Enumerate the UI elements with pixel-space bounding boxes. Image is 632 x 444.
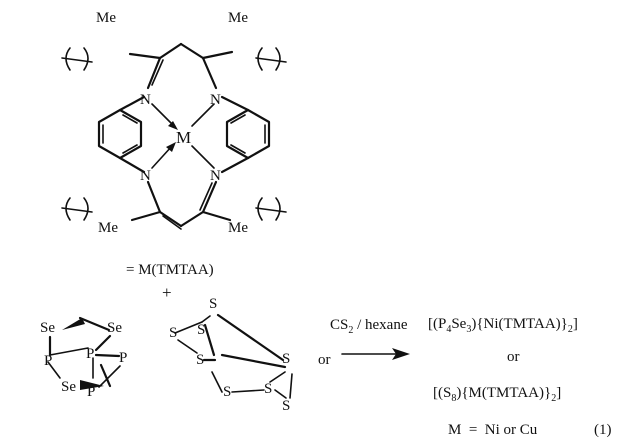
product-or-label: or <box>507 349 520 365</box>
nitrogen-label-top-right: N <box>210 92 221 108</box>
s8-ring-structure: S S S S S S S S <box>169 296 293 414</box>
top-chelate-backbone <box>128 42 234 90</box>
tmtaa-definition: = M(TMTAA) <box>126 262 214 278</box>
equation-number: (1) <box>594 422 612 438</box>
phosphorus-label-3: P <box>119 350 127 366</box>
methyl-label-bottom-right: Me <box>228 220 248 236</box>
sulfur-label-1: S <box>209 296 217 312</box>
left-benzene-ring <box>97 108 143 160</box>
reaction-conditions: or CS2 / hexane <box>318 317 410 368</box>
nitrogen-label-bottom-left: N <box>140 168 151 184</box>
metal-coordination-bonds <box>151 103 215 169</box>
sulfur-label-8: S <box>282 398 290 414</box>
right-benzene-ring <box>225 108 271 160</box>
phosphorus-label-2: P <box>86 346 94 362</box>
nitrogen-label-top-left: N <box>140 92 151 108</box>
products: [(P4Se3){Ni(TMTAA)}2] or [(S8){M(TMTAA)}… <box>428 316 612 438</box>
selenium-label-1: Se <box>40 320 55 336</box>
phosphorus-label-1: P <box>44 353 52 369</box>
plus-sign: + <box>162 283 172 302</box>
sulfur-label-7: S <box>264 381 272 397</box>
nitrogen-label-bottom-right: N <box>210 168 221 184</box>
methyl-label-top-right: Me <box>228 10 248 26</box>
solvent-conditions: CS2 / hexane <box>330 317 408 336</box>
or-left-label: or <box>318 352 331 368</box>
metal-definition: M = Ni or Cu <box>448 422 538 438</box>
sulfur-label-3: S <box>197 322 205 338</box>
steric-marks <box>61 47 287 221</box>
selenium-label-2: Se <box>107 320 122 336</box>
bottom-chelate-backbone <box>130 180 232 230</box>
product-p4se3-complex: [(P4Se3){Ni(TMTAA)}2] <box>428 316 578 335</box>
sulfur-label-5: S <box>282 351 290 367</box>
sulfur-label-6: S <box>223 384 231 400</box>
sulfur-label-2: S <box>169 325 177 341</box>
selenium-label-3: Se <box>61 379 76 395</box>
methyl-label-bottom-left: Me <box>98 220 118 236</box>
reaction-arrow-head <box>392 348 410 360</box>
metal-center-label: M <box>176 128 191 147</box>
tmtaa-complex-structure: Me Me Me Me N N N N M <box>61 10 287 236</box>
product-s8-complex: [(S8){M(TMTAA)}2] <box>433 385 561 404</box>
phosphorus-label-4: P <box>87 384 95 400</box>
methyl-label-top-left: Me <box>96 10 116 26</box>
p4se3-cage-structure: Se Se Se P P P P <box>40 316 127 400</box>
sulfur-label-4: S <box>196 352 204 368</box>
